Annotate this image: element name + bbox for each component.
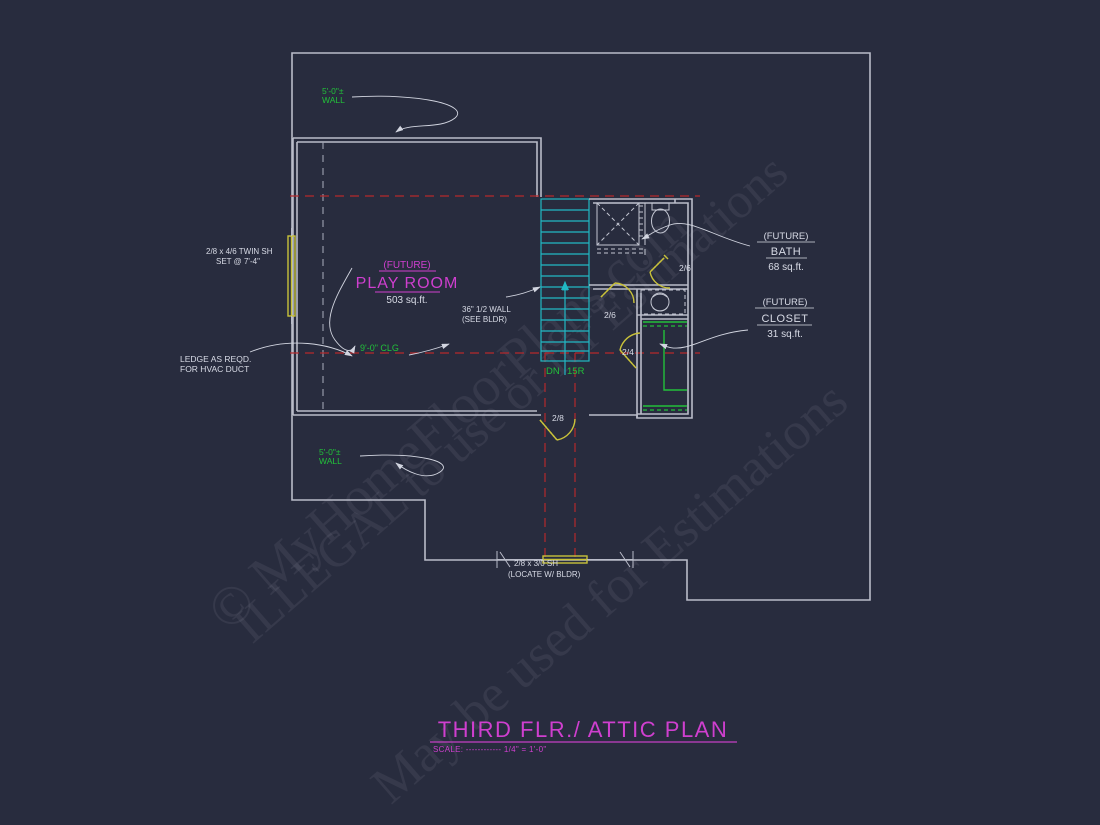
wall-note-bottom-line2: WALL: [319, 456, 342, 466]
bath-area: 68 sq.ft.: [768, 262, 804, 273]
closet-prefix: (FUTURE): [763, 297, 808, 308]
door-closet: [619, 332, 641, 369]
plan-scale: SCALE: ------------ 1/4" = 1'-0": [433, 745, 546, 754]
wall-note-top-line2: WALL: [322, 95, 345, 105]
window-bottom-note-line2: (LOCATE W/ BLDR): [508, 570, 581, 579]
play-room-walls: [292, 137, 542, 416]
window-left-note-line1: 2/8 x 4/6 TWIN SH: [206, 247, 273, 256]
ceiling-height-note: 9'-0" CLG: [360, 343, 399, 353]
stairwell: [540, 198, 590, 375]
door-tag-hall: 2/6: [604, 310, 616, 320]
outer-building-outline: [291, 52, 871, 601]
window-left-twin: [287, 228, 296, 324]
play-room-prefix: (FUTURE): [383, 260, 430, 271]
stair-risers-label: 15R: [567, 366, 585, 377]
door-hall: [600, 282, 635, 304]
window-bottom-sh: [496, 551, 634, 568]
room-label-bath: (FUTURE) BATH 68 sq.ft.: [757, 231, 815, 273]
window-left-note-line2: SET @ 7'-4": [216, 257, 260, 266]
vanity-counter: [640, 289, 686, 315]
toilet-bowl: [651, 208, 670, 234]
section-lines: [290, 195, 700, 562]
stair-dn-label: DN: [546, 366, 560, 377]
ledge-note-line1: LEDGE AS REQD.: [180, 354, 251, 364]
door-tag-bath: 2/6: [679, 263, 691, 273]
leader-lines: [249, 95, 751, 477]
door-stair-bottom: [539, 418, 576, 441]
play-room-area: 503 sq.ft.: [386, 295, 427, 306]
bath-name: BATH: [771, 246, 802, 258]
door-tag-stair: 2/8: [552, 413, 564, 423]
bath-prefix: (FUTURE): [764, 231, 809, 242]
closet-area: 31 sq.ft.: [767, 329, 803, 340]
door-bath: [649, 254, 671, 289]
bath-fixtures: [596, 202, 686, 315]
half-wall-note-line2: (SEE BLDR): [462, 315, 507, 324]
play-room-name: PLAY ROOM: [356, 275, 459, 292]
ledge-note-line2: FOR HVAC DUCT: [180, 364, 249, 374]
wall-note-top-line1: 5'-0"±: [322, 86, 344, 96]
wall-note-bottom-line1: 5'-0"±: [319, 447, 341, 457]
room-label-play-room: (FUTURE) PLAY ROOM 503 sq.ft.: [356, 260, 459, 306]
window-bottom-note-line1: 2/8 x 3/0 SH: [514, 559, 558, 568]
closet-name: CLOSET: [761, 313, 808, 325]
room-label-closet: (FUTURE) CLOSET 31 sq.ft.: [755, 297, 814, 340]
plan-title: THIRD FLR./ ATTIC PLAN: [438, 717, 729, 742]
door-tag-closet: 2/4: [622, 347, 634, 357]
title-block: THIRD FLR./ ATTIC PLAN SCALE: ----------…: [430, 717, 737, 754]
bath-closet-walls: [589, 198, 693, 419]
closet-shelving: [643, 321, 687, 411]
toilet-tank: [651, 202, 670, 211]
half-wall-note-line1: 36" 1/2 WALL: [462, 305, 511, 314]
